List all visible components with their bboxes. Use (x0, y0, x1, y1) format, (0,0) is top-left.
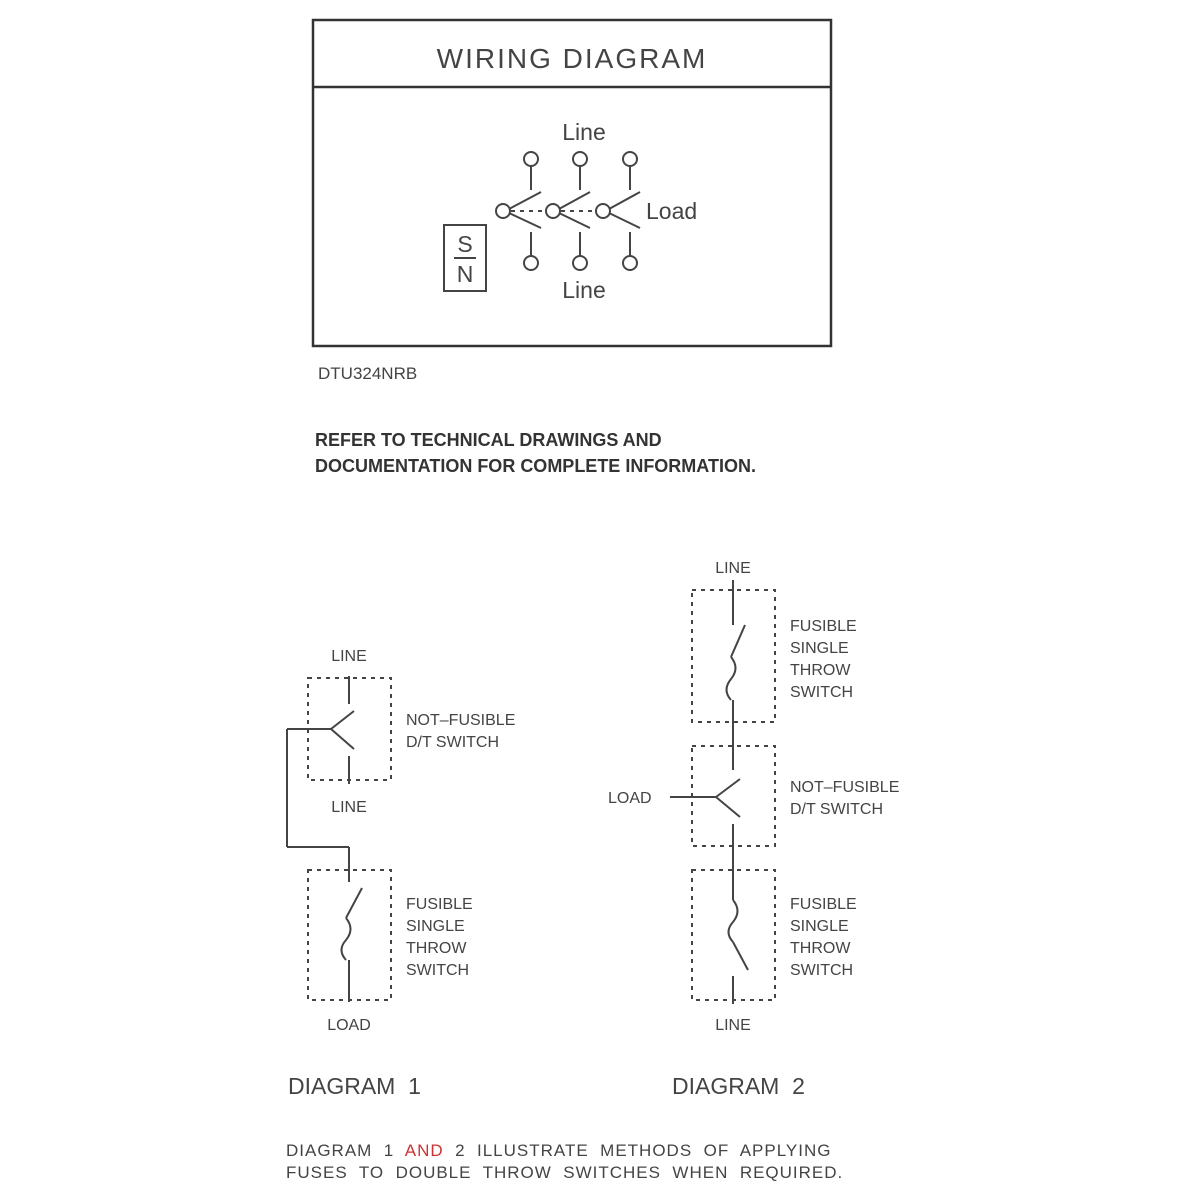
diagram-1: LINE LINE NOT–FUSIBLE D/T SWITCH LOAD FU… (286, 648, 515, 1099)
d2-fuse-bottom-symbol (727, 899, 739, 943)
d2-fusible-top-label-3: THROW (790, 662, 851, 679)
d2-fusible-top-label-4: SWITCH (790, 684, 853, 701)
d2-fusible-top-label-1: FUSIBLE (790, 618, 857, 635)
line-label-top: Line (562, 119, 605, 145)
diagram-2: LINE FUSIBLE SINGLE THROW SWITCH LOAD NO… (608, 560, 899, 1099)
load-label: Load (646, 198, 697, 224)
switch-pole-1 (495, 151, 542, 271)
d1-fusible-label-1: FUSIBLE (406, 896, 473, 913)
d1-fusible-label-4: SWITCH (406, 962, 469, 979)
switch-pole-2 (545, 151, 591, 271)
d2-load-label: LOAD (608, 790, 652, 807)
reference-note-line-1: REFER TO TECHNICAL DRAWINGS AND (315, 430, 662, 450)
d2-fuse-top-symbol (725, 656, 737, 701)
d2-line-bottom-label: LINE (715, 1017, 751, 1034)
wiring-diagram-box: WIRING DIAGRAM Line Line Load S N (311, 18, 833, 348)
d2-fusible-bottom-label-1: FUSIBLE (790, 896, 857, 913)
diagram-2-label: DIAGRAM 2 (672, 1073, 805, 1099)
diagram-1-label: DIAGRAM 1 (288, 1073, 421, 1099)
sn-top-letter: S (457, 231, 472, 257)
d2-fusible-top-label-2: SINGLE (790, 640, 849, 657)
d2-fusible-bottom-label-4: SWITCH (790, 962, 853, 979)
d2-line-top-label: LINE (715, 560, 751, 577)
switch-pole-3 (595, 151, 641, 271)
d2-nf-label-2: D/T SWITCH (790, 801, 883, 818)
line-label-bottom: Line (562, 277, 605, 303)
footer-and-word: AND (404, 1141, 444, 1160)
d1-fusible-label-3: THROW (406, 940, 467, 957)
d1-nf-label-2: D/T SWITCH (406, 734, 499, 751)
footer-note: DIAGRAM 1 AND 2 ILLUSTRATE METHODS OF AP… (286, 1140, 843, 1184)
d1-load-label: LOAD (327, 1017, 371, 1034)
d2-fusible-bottom-label-3: THROW (790, 940, 851, 957)
footer-line-1-start: DIAGRAM 1 (286, 1141, 405, 1160)
wiring-diagram-title: WIRING DIAGRAM (437, 43, 708, 74)
d1-line-mid-label: LINE (331, 799, 367, 816)
d1-line-top-label: LINE (331, 648, 367, 665)
d2-fusible-bottom-label-2: SINGLE (790, 918, 849, 935)
d2-fusible-top-box (691, 589, 776, 723)
sn-bottom-letter: N (457, 261, 474, 287)
footer-line-1: DIAGRAM 1 AND 2 ILLUSTRATE METHODS OF AP… (286, 1140, 843, 1162)
d1-fuse-symbol (340, 917, 352, 961)
d1-fusible-label-2: SINGLE (406, 918, 465, 935)
footer-line-2: FUSES TO DOUBLE THROW SWITCHES WHEN REQU… (286, 1163, 844, 1182)
d1-nf-label-1: NOT–FUSIBLE (406, 712, 515, 729)
reference-note: REFER TO TECHNICAL DRAWINGS AND DOCUMENT… (315, 427, 756, 479)
part-number: DTU324NRB (318, 364, 418, 383)
reference-note-line-2: DOCUMENTATION FOR COMPLETE INFORMATION. (315, 456, 756, 476)
footer-line-1-end: 2 ILLUSTRATE METHODS OF APPLYING (443, 1141, 832, 1160)
sn-marker: S N (443, 224, 487, 292)
d2-nf-label-1: NOT–FUSIBLE (790, 779, 899, 796)
